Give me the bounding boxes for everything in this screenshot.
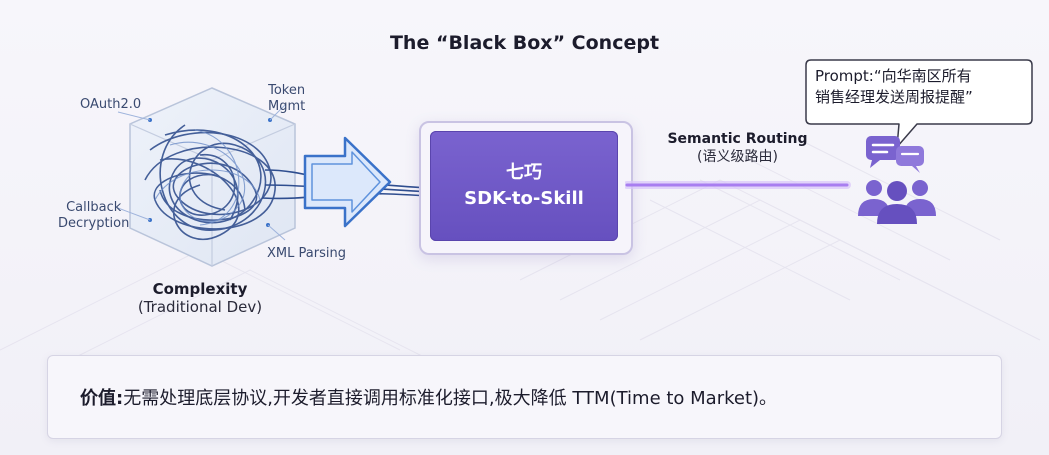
value-statement: 价值:无需处理底层协议,开发者直接调用标准化接口,极大降低 TTM(Time t… <box>80 384 777 410</box>
label-callback-line2: Decryption <box>58 216 130 231</box>
complexity-subtitle: (Traditional Dev) <box>137 298 263 316</box>
label-xml-parsing: XML Parsing <box>267 246 346 261</box>
semantic-routing-title: Semantic Routing <box>667 131 808 147</box>
label-token-line2: Mgmt <box>268 99 306 114</box>
diagram-title: The “Black Box” Concept <box>389 32 660 54</box>
label-token-line1: Token <box>268 83 306 98</box>
label-token-mgmt: Token Mgmt <box>268 83 305 115</box>
complexity-title: Complexity <box>152 280 248 298</box>
sdk-box-line1: 七巧 <box>506 162 542 183</box>
semantic-routing-subtitle: (语义级路由) <box>697 149 778 165</box>
arrow-icon <box>303 136 392 228</box>
sdk-box-line2: SDK-to-Skill <box>464 188 584 209</box>
label-callback-decryption: Callback Decryption <box>58 200 129 232</box>
value-statement-box <box>47 355 1002 439</box>
semantic-routing-line <box>625 181 851 189</box>
label-callback-line1: Callback <box>66 200 122 215</box>
complexity-caption: Complexity (Traditional Dev) <box>130 280 270 316</box>
semantic-routing-label: Semantic Routing (语义级路由) <box>650 130 825 166</box>
value-prefix: 价值: <box>80 388 124 409</box>
sdk-to-skill-box: 七巧 SDK-to-Skill <box>430 131 618 241</box>
prompt-line1: Prompt:“向华南区所有 <box>815 67 972 85</box>
tangled-cube-icon <box>117 87 431 267</box>
value-text: 无需处理底层协议,开发者直接调用标准化接口,极大降低 TTM(Time to M… <box>123 388 778 409</box>
users-chat-icon <box>858 136 936 224</box>
prompt-line2: 销售经理发送周报提醒” <box>815 88 973 106</box>
prompt-bubble-shape <box>805 59 1033 148</box>
label-oauth: OAuth2.0 <box>80 97 142 112</box>
prompt-bubble-text: Prompt:“向华南区所有 销售经理发送周报提醒” <box>815 66 1020 108</box>
